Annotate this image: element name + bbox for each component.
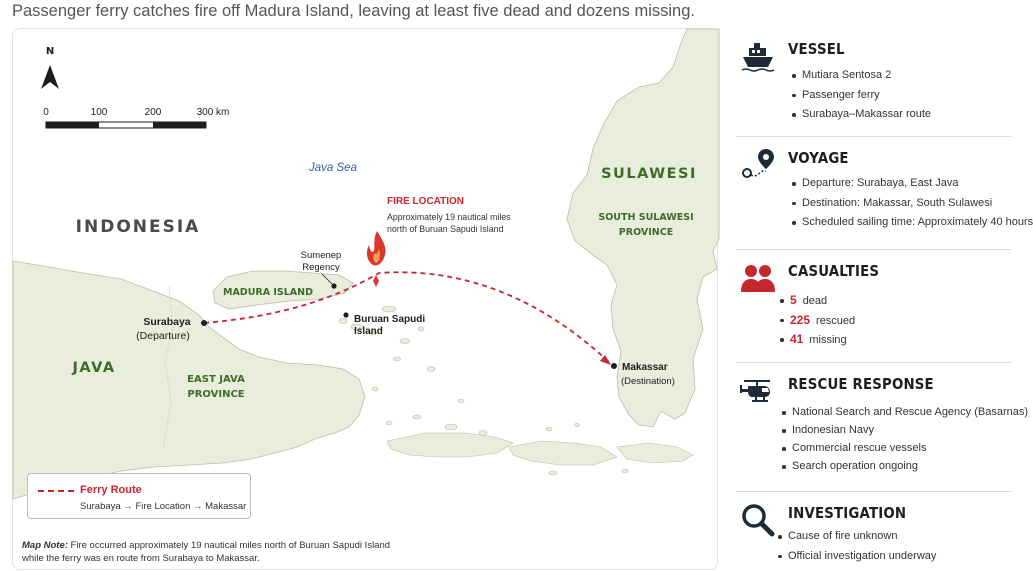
list-item: Passenger ferry bbox=[792, 86, 931, 106]
dead-label: dead bbox=[802, 295, 828, 307]
route-arrowhead-icon bbox=[600, 355, 611, 365]
sumenep-dot bbox=[331, 283, 337, 289]
list-item: Mutiara Sentosa 2 bbox=[792, 66, 931, 86]
fire-location-desc-2: north of Buruan Sapudi Island bbox=[387, 224, 504, 234]
makassar-sublabel: (Destination) bbox=[621, 376, 675, 387]
rescue-section: RESCUE RESPONSE National Search and Resc… bbox=[736, 363, 1028, 491]
east-java-label-2: PROVINCE bbox=[187, 389, 244, 400]
south-sulawesi-label-2: PROVINCE bbox=[619, 227, 673, 238]
scale-tick-0: 0 bbox=[43, 107, 49, 118]
sulawesi-landmass bbox=[566, 28, 720, 428]
small-islands bbox=[338, 305, 694, 476]
ferry-route-line bbox=[203, 271, 610, 363]
indonesia-label: INDONESIA bbox=[76, 217, 201, 237]
north-arrow-icon: N bbox=[41, 46, 59, 89]
casualty-rescued: 225 rescued bbox=[780, 311, 855, 331]
map-panel: N 0 100 200 300 km Java Sea INDONESIA JA… bbox=[12, 28, 720, 570]
scale-tick-300: 300 km bbox=[197, 107, 230, 118]
voyage-section: VOYAGE Departure: Surabaya, East Java De… bbox=[736, 137, 1033, 249]
investigation-title: INVESTIGATION bbox=[788, 504, 907, 522]
makassar-label: Makassar bbox=[622, 362, 668, 373]
voyage-title: VOYAGE bbox=[788, 149, 849, 167]
surabaya-sublabel: (Departure) bbox=[136, 330, 190, 342]
buruan-dot bbox=[343, 312, 349, 318]
missing-label: missing bbox=[809, 334, 847, 346]
east-java-label-1: EAST JAVA bbox=[187, 374, 245, 385]
casualties-title: CASUALTIES bbox=[788, 262, 880, 280]
missing-count: 41 bbox=[790, 332, 804, 346]
map-legend: Ferry Route Surabaya → Fire Location → M… bbox=[27, 473, 251, 519]
section-divider bbox=[736, 491, 1012, 492]
surabaya-dot bbox=[201, 320, 207, 326]
map-note-line2: while the ferry was en route from Suraba… bbox=[22, 553, 260, 564]
ship-icon bbox=[741, 43, 775, 72]
buruan-label-2: Island bbox=[354, 326, 383, 337]
java-sea-label: Java Sea bbox=[308, 162, 357, 174]
route-pin-icon bbox=[742, 149, 774, 178]
legend-route-swatch bbox=[38, 490, 74, 492]
casualties-list: 5 dead 225 rescued 41 missing bbox=[780, 291, 855, 350]
fire-icon bbox=[366, 231, 386, 287]
rescued-count: 225 bbox=[790, 312, 811, 327]
magnifier-icon bbox=[742, 504, 775, 537]
vessel-list: Mutiara Sentosa 2 Passenger ferry Suraba… bbox=[792, 66, 931, 125]
vessel-title: VESSEL bbox=[788, 40, 845, 58]
surabaya-label: Surabaya bbox=[143, 316, 190, 328]
legend-route-text: Surabaya → Fire Location → Makassar bbox=[80, 501, 247, 512]
list-item: Official investigation underway bbox=[778, 547, 936, 567]
list-item: Indonesian Navy bbox=[782, 421, 1028, 439]
buruan-label-1: Buruan Sapudi bbox=[354, 314, 425, 325]
investigation-list: Cause of fire unknown Official investiga… bbox=[778, 527, 936, 566]
sumenep-label-1: Sumenep bbox=[301, 250, 342, 261]
headline: Passenger ferry catches fire off Madura … bbox=[12, 2, 695, 20]
section-divider bbox=[736, 249, 1012, 250]
province-boundary bbox=[162, 286, 174, 450]
java-landmass bbox=[12, 260, 366, 500]
list-item: Commercial rescue vessels bbox=[782, 439, 1028, 457]
casualty-missing: 41 missing bbox=[780, 330, 855, 350]
list-item: Surabaya–Makassar route bbox=[792, 105, 931, 125]
info-sidebar: VESSEL Mutiara Sentosa 2 Passenger ferry… bbox=[732, 28, 1033, 570]
madura-island bbox=[212, 270, 354, 310]
list-item: Cause of fire unknown bbox=[778, 527, 936, 547]
people-icon bbox=[741, 265, 775, 292]
makassar-dot bbox=[611, 363, 617, 369]
section-divider bbox=[736, 362, 1012, 363]
madura-label: MADURA ISLAND bbox=[223, 287, 313, 298]
list-item: Search operation ongoing bbox=[782, 457, 1028, 475]
helicopter-icon bbox=[740, 380, 770, 402]
scale-bar: 0 100 200 300 km bbox=[43, 107, 230, 129]
vessel-section: VESSEL Mutiara Sentosa 2 Passenger ferry… bbox=[736, 28, 1012, 136]
fire-location-desc-1: Approximately 19 nautical miles bbox=[387, 212, 511, 222]
map-note: Map Note: Fire occurred approximately 19… bbox=[22, 539, 390, 565]
rescued-label: rescued bbox=[816, 314, 856, 327]
fire-location-title: FIRE LOCATION bbox=[387, 196, 464, 207]
map-note-line1: Fire occurred approximately 19 nautical … bbox=[67, 540, 391, 551]
section-divider bbox=[736, 136, 1012, 137]
rescue-list: National Search and Rescue Agency (Basar… bbox=[782, 403, 1028, 475]
sulawesi-label: SULAWESI bbox=[601, 166, 697, 182]
list-item: Scheduled sailing time: Approximately 40… bbox=[792, 213, 1033, 233]
map-svg: N 0 100 200 300 km Java Sea INDONESIA JA… bbox=[12, 28, 720, 500]
list-item: Departure: Surabaya, East Java bbox=[792, 174, 1033, 194]
south-sulawesi-label-1: SOUTH SULAWESI bbox=[598, 212, 693, 223]
scale-tick-200: 200 bbox=[145, 107, 162, 118]
rescue-title: RESCUE RESPONSE bbox=[788, 375, 934, 393]
dead-count: 5 bbox=[790, 293, 797, 307]
investigation-section: INVESTIGATION Cause of fire unknown Offi… bbox=[736, 492, 1012, 570]
legend-title: Ferry Route bbox=[80, 484, 142, 496]
north-label: N bbox=[46, 46, 54, 57]
list-item: Destination: Makassar, South Sulawesi bbox=[792, 194, 1033, 214]
casualties-section: CASUALTIES 5 dead 225 rescued 41 missing bbox=[736, 250, 1012, 362]
map-note-lead: Map Note: bbox=[22, 540, 68, 551]
voyage-list: Departure: Surabaya, East Java Destinati… bbox=[792, 174, 1033, 233]
sumenep-label-2: Regency bbox=[302, 262, 340, 273]
casualty-dead: 5 dead bbox=[780, 291, 855, 311]
list-item: National Search and Rescue Agency (Basar… bbox=[782, 403, 1028, 421]
scale-tick-100: 100 bbox=[91, 107, 108, 118]
java-label: JAVA bbox=[71, 360, 115, 376]
